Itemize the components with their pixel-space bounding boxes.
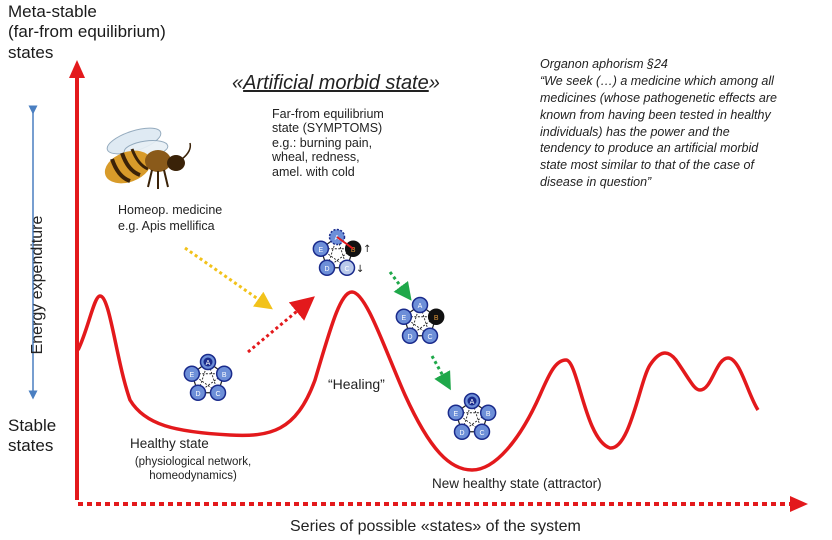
svg-text:B: B xyxy=(486,411,491,418)
svg-text:E: E xyxy=(318,247,323,254)
network-node: C xyxy=(338,259,356,277)
network-node: E xyxy=(395,308,413,325)
organon-quote: Organon aphorism §24 “We seek (…) a medi… xyxy=(540,57,777,190)
x-axis-arrowhead xyxy=(790,496,808,512)
svg-text:D: D xyxy=(195,391,200,398)
svg-text:A: A xyxy=(206,360,211,367)
svg-text:A: A xyxy=(470,399,475,406)
svg-text:C: C xyxy=(344,266,349,273)
network-node: D xyxy=(401,327,419,345)
svg-text:C: C xyxy=(479,430,484,437)
svg-text:C: C xyxy=(427,334,432,341)
energy-landscape-curve xyxy=(76,290,760,472)
svg-text:D: D xyxy=(407,334,412,341)
energy-expenditure-label: Energy expenditure xyxy=(29,215,46,355)
svg-text:D: D xyxy=(459,430,464,437)
svg-text:C: C xyxy=(215,391,220,398)
medicine-arrow xyxy=(184,246,273,310)
network-node: D xyxy=(318,259,336,277)
network-node: E xyxy=(183,365,201,382)
y-axis-arrowhead xyxy=(69,60,85,78)
network-node: C xyxy=(209,384,227,402)
svg-text:E: E xyxy=(453,411,458,418)
network-icon: A B C D E xyxy=(447,392,497,441)
svg-text:E: E xyxy=(401,315,406,322)
network-node: A xyxy=(463,392,481,410)
diagram-title: «Artificial morbid state» xyxy=(232,72,440,95)
healing-arrow-2 xyxy=(430,355,451,391)
medicine-label: Homeop. medicine e.g. Apis mellifica xyxy=(118,203,223,234)
svg-text:B: B xyxy=(434,315,439,322)
healing-label: “Healing” xyxy=(328,376,385,392)
network-icon: A B C D E xyxy=(395,296,445,345)
healing-arrow-1 xyxy=(388,271,412,301)
bee-icon xyxy=(104,127,192,189)
network-node: A xyxy=(411,296,429,314)
network-node: C xyxy=(473,423,491,441)
network-icon: A B C D E ↑ ↓ xyxy=(312,228,372,277)
network-node: D xyxy=(189,384,207,402)
network-node: E xyxy=(447,404,465,421)
svg-text:↓: ↓ xyxy=(356,264,364,275)
healthy-state-sublabel: (physiological network, homeodynamics) xyxy=(134,456,252,483)
svg-text:E: E xyxy=(189,372,194,379)
y-axis-top-label: Meta-stable (far-from equilibrium) state… xyxy=(8,2,166,62)
y-axis-bottom-label: Stable states xyxy=(8,416,57,456)
network-node: D xyxy=(453,423,471,441)
network-node: C xyxy=(421,327,439,345)
network-node: E xyxy=(312,240,330,257)
title-close-quote: » xyxy=(428,72,440,94)
network-node: A xyxy=(199,353,217,371)
svg-text:B: B xyxy=(222,372,227,379)
svg-text:A: A xyxy=(418,303,423,310)
svg-text:B: B xyxy=(351,247,356,254)
svg-text:↑: ↑ xyxy=(363,244,371,255)
healthy-state-label: Healthy state xyxy=(130,436,209,451)
network-node: B xyxy=(344,240,362,257)
network-node: B xyxy=(479,404,497,421)
symptoms-label: Far-from equilibrium state (SYMPTOMS) e.… xyxy=(272,107,384,179)
network-icon: A B C D E xyxy=(183,353,233,402)
svg-text:A: A xyxy=(335,235,340,242)
title-text: Artificial morbid state xyxy=(243,72,429,94)
network-node: B xyxy=(215,365,233,382)
new-healthy-state-label: New healthy state (attractor) xyxy=(432,476,602,491)
x-axis-label: Series of possible «states» of the syste… xyxy=(290,518,581,535)
network-node: B xyxy=(427,308,445,325)
title-open-quote: « xyxy=(232,72,244,94)
svg-text:D: D xyxy=(324,266,329,273)
perturbation-arrow xyxy=(247,296,315,354)
